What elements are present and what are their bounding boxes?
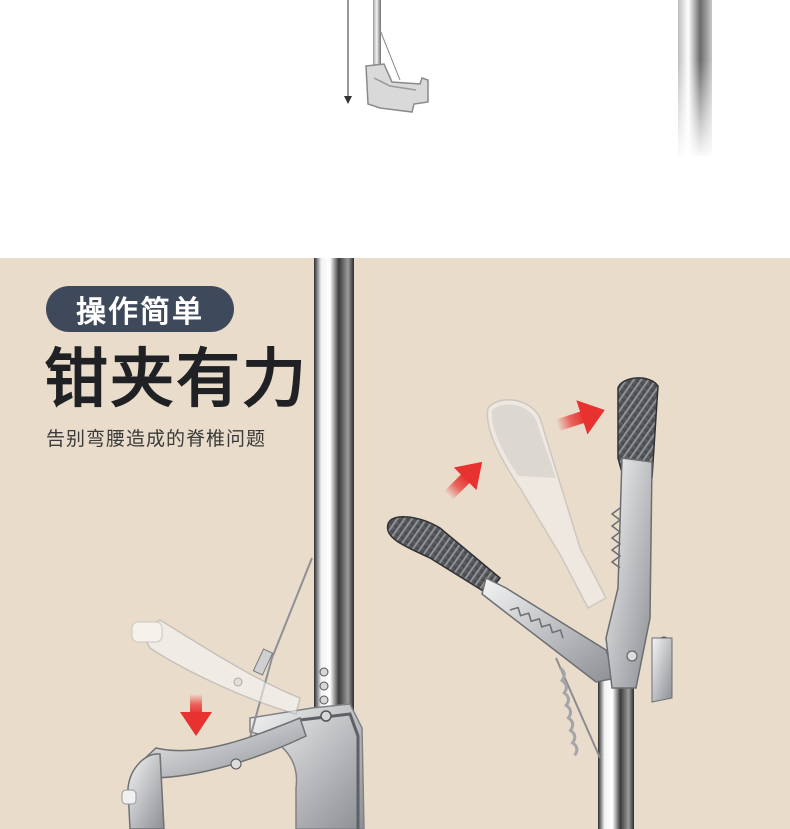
trigger-lever-ghost <box>131 619 301 715</box>
feature-badge-text: 操作简单 <box>76 295 204 330</box>
grabber-illustration <box>121 258 673 829</box>
feature-badge: 操作简单 <box>46 286 234 332</box>
jaw-ghost <box>486 399 608 610</box>
small-grabber-rod <box>373 0 381 70</box>
spring <box>555 657 601 759</box>
jaw-left <box>386 516 617 683</box>
handle-body <box>249 703 365 829</box>
feature-panel: 操作简单 钳夹有力 告别弯腰造成的脊椎问题 <box>0 258 790 829</box>
feature-subline: 告别弯腰造成的脊椎问题 <box>46 428 267 450</box>
top-product-illustration <box>344 0 720 160</box>
small-grabber-head <box>365 63 429 113</box>
trigger-lever <box>139 717 307 779</box>
jaw-right <box>605 377 673 703</box>
feature-headline: 钳夹有力 <box>44 343 308 417</box>
head-pole <box>598 678 634 829</box>
arrow-down-icon <box>180 694 212 736</box>
arrow-right-icon <box>555 400 605 435</box>
top-product-section <box>0 0 790 258</box>
dimension-arrow-icon <box>344 96 352 104</box>
main-pole <box>314 258 354 718</box>
arrow-up-right-icon <box>443 461 483 501</box>
